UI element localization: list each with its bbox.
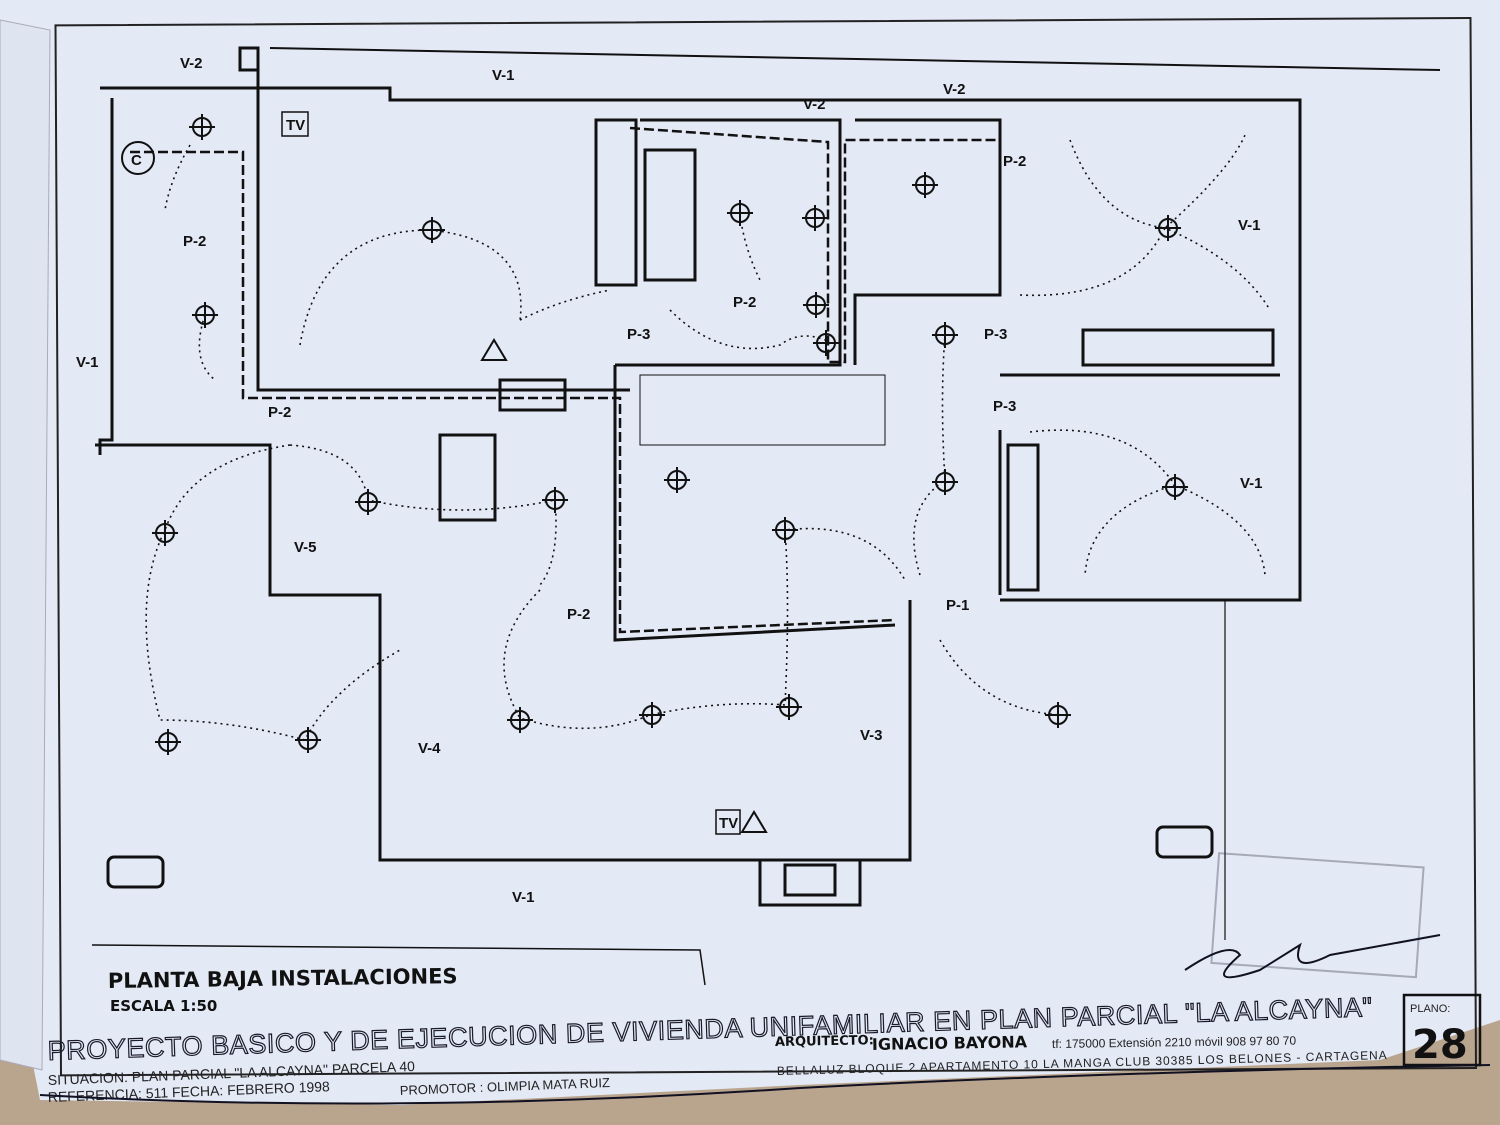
label-v2: V-2: [943, 81, 966, 98]
label-v2: V-2: [803, 96, 826, 113]
ceiling-light-icon: [802, 205, 828, 231]
ceiling-light-icon: [803, 292, 829, 318]
boiler-label: C: [131, 152, 142, 169]
ceiling-light-icon: [152, 520, 178, 546]
ceiling-light-icon: [192, 302, 218, 328]
label-p2: P-2: [1003, 153, 1026, 170]
label-p2: P-2: [733, 294, 756, 311]
arquitecto-name: IGNACIO BAYONA: [872, 1032, 1028, 1054]
tv-outlet-label: TV: [719, 815, 738, 832]
label-p3: P-3: [984, 326, 1007, 343]
label-v1: V-1: [76, 354, 99, 371]
ceiling-light-icon: [932, 469, 958, 495]
label-p3: P-3: [627, 326, 650, 343]
label-v1: V-1: [492, 67, 515, 84]
ceiling-light-icon: [813, 330, 839, 356]
ceiling-light-icon: [507, 707, 533, 733]
ceiling-light-icon: [776, 694, 802, 720]
label-p3: P-3: [993, 398, 1016, 415]
antenna-icon: [740, 810, 768, 833]
left-page-edge: [0, 19, 51, 1071]
ceiling-light-icon: [419, 217, 445, 243]
ceiling-light-icon: [727, 200, 753, 226]
ceiling-light-icon: [355, 489, 381, 515]
ceiling-light-icon: [1155, 215, 1181, 241]
ceiling-light-icon: [772, 517, 798, 543]
ceiling-light-icon: [542, 487, 568, 513]
label-v1: V-1: [512, 889, 535, 906]
tv-outlet-label: TV: [286, 117, 305, 134]
label-p2: P-2: [268, 404, 291, 421]
label-v1: V-1: [1240, 475, 1263, 492]
label-v1: V-1: [1238, 217, 1261, 234]
plano-label: PLANO:: [1410, 1003, 1450, 1015]
ceiling-light-icon: [664, 467, 690, 493]
ceiling-light-icon: [189, 114, 215, 140]
plano-number: 28: [1412, 1022, 1468, 1068]
wiring-dashed: [130, 126, 1000, 634]
label-v4: V-4: [418, 740, 441, 757]
label-p2: P-2: [183, 233, 206, 250]
ceiling-light-icon: [639, 702, 665, 728]
label-v5: V-5: [294, 539, 317, 556]
walls: [91, 46, 1441, 986]
sheet-border: [54, 16, 1477, 1077]
room-labels: V-2 V-1 V-2 V-2 P-2 P-2 V-1 V-1 P-3 P-2 …: [76, 55, 1263, 906]
label-p2: P-2: [567, 606, 590, 623]
arquitecto-label: ARQUITECTO:: [775, 1033, 874, 1050]
stamp-signature: [1184, 852, 1441, 979]
light-points: [152, 114, 1188, 755]
label-v2: V-2: [180, 55, 203, 72]
ceiling-light-icon: [1045, 702, 1071, 728]
ceiling-light-icon: [912, 172, 938, 198]
telefono: tf: 175000 Extensión 2210 móvil 908 97 8…: [1052, 1034, 1297, 1051]
drawing-title: PLANTA BAJA INSTALACIONES: [108, 964, 458, 993]
antenna-icon: [480, 338, 508, 361]
ceiling-light-icon: [155, 729, 181, 755]
drawing-scale: ESCALA 1:50: [110, 997, 217, 1015]
ceiling-light-icon: [1162, 474, 1188, 500]
ceiling-light-icon: [295, 727, 321, 753]
label-v3: V-3: [860, 727, 883, 744]
label-p1: P-1: [946, 597, 969, 614]
ceiling-light-icon: [932, 322, 958, 348]
